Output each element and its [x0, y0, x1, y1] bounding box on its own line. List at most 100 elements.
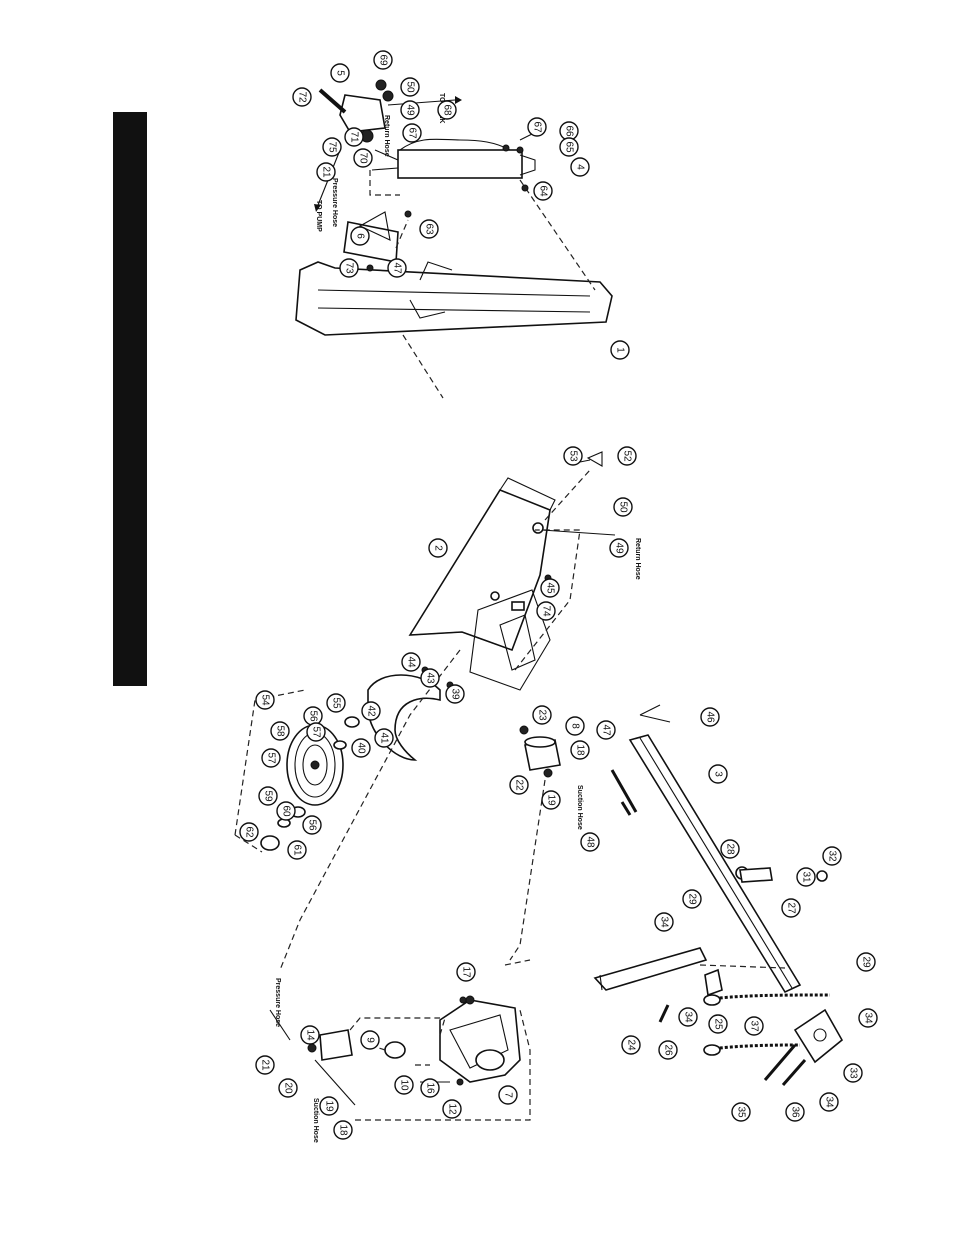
callout-number: 31: [801, 871, 812, 883]
callout-number: 34: [863, 1012, 874, 1024]
callout-number: 56: [307, 819, 318, 831]
callout-9: 9: [360, 1030, 380, 1050]
callout-circle: [419, 219, 439, 239]
callout-18: 18: [570, 740, 590, 760]
callout-circle: [541, 790, 561, 810]
callout-18: 18: [333, 1120, 353, 1140]
callout-26: 26: [658, 1040, 678, 1060]
callout-circle: [306, 722, 326, 742]
callout-circle: [658, 1040, 678, 1060]
callout-circle: [744, 1016, 764, 1036]
callout-50: 50: [400, 77, 420, 97]
callout-number: 65: [564, 141, 575, 153]
label-pressure-hose-top: Pressure Hose: [331, 178, 338, 227]
callout-42: 42: [361, 701, 381, 721]
callout-number: 27: [786, 902, 797, 914]
callout-40: 40: [351, 738, 371, 758]
callout-circle: [330, 63, 350, 83]
callout-circle: [420, 668, 440, 688]
callout-circle: [563, 446, 583, 466]
callout-number: 49: [405, 104, 416, 116]
callout-44: 44: [401, 652, 421, 672]
callout-circle: [292, 87, 312, 107]
callout-circle: [326, 693, 346, 713]
callout-65: 65: [559, 137, 579, 157]
callout-61: 61: [287, 840, 307, 860]
callout-circle: [322, 137, 342, 157]
callout-number: 42: [366, 705, 377, 717]
callout-circle: [316, 162, 336, 182]
callout-circle: [373, 50, 393, 70]
callout-number: 25: [713, 1018, 724, 1030]
callout-circle: [580, 832, 600, 852]
callout-number: 69: [378, 54, 389, 66]
callout-62: 62: [239, 822, 259, 842]
wedge-part-6: [343, 221, 399, 263]
callout-circle: [394, 1075, 414, 1095]
valve-block: [339, 94, 386, 133]
callout-10: 10: [394, 1075, 414, 1095]
callout-number: 52: [622, 450, 633, 462]
callout-circle: [261, 748, 281, 768]
callout-number: 22: [514, 779, 525, 791]
callout-68: 68: [437, 100, 457, 120]
label-pressure-hose-low: Pressure Hose: [274, 978, 281, 1027]
callout-number: 33: [848, 1067, 859, 1079]
callout-number: 17: [461, 966, 472, 978]
callout-number: 60: [281, 805, 292, 817]
callout-67: 67: [402, 123, 422, 143]
label-return-hose-top: Return Hose: [383, 115, 390, 157]
callout-number: 71: [349, 131, 360, 143]
callout-number: 19: [324, 1100, 335, 1112]
callout-27: 27: [781, 898, 801, 918]
callout-69: 69: [373, 50, 393, 70]
callout-circle: [700, 707, 720, 727]
callout-number: 1: [615, 347, 626, 353]
callout-number: 59: [263, 790, 274, 802]
callout-circle: [540, 578, 560, 598]
callout-number: 39: [450, 688, 461, 700]
callout-17: 17: [456, 962, 476, 982]
callout-75: 75: [322, 137, 342, 157]
callout-24: 24: [621, 1035, 641, 1055]
callout-number: 4: [575, 164, 586, 170]
callout-number: 55: [331, 697, 342, 709]
callout-49: 49: [400, 100, 420, 120]
callout-36: 36: [785, 1102, 805, 1122]
callout-number: 47: [392, 262, 403, 274]
callout-number: 34: [824, 1096, 835, 1108]
callout-circle: [360, 1030, 380, 1050]
hitch-part-33: [793, 1008, 844, 1064]
callout-number: 74: [541, 605, 552, 617]
callout-circle: [596, 720, 616, 740]
tank-part-2: [408, 489, 551, 652]
callout-50: 50: [613, 497, 633, 517]
callout-circle: [822, 846, 842, 866]
callout-number: 75: [327, 141, 338, 153]
callout-circle: [731, 1102, 751, 1122]
callout-64: 64: [533, 181, 553, 201]
callout-number: 5: [335, 70, 346, 76]
callout-4: 4: [570, 157, 590, 177]
callout-number: 57: [266, 752, 277, 764]
callout-circle: [621, 1035, 641, 1055]
callout-number: 35: [736, 1106, 747, 1118]
callout-25: 25: [708, 1014, 728, 1034]
callout-33: 33: [843, 1063, 863, 1083]
callout-52: 52: [617, 446, 637, 466]
callout-number: 72: [297, 91, 308, 103]
callout-circle: [708, 764, 728, 784]
callout-circle: [613, 497, 633, 517]
callout-number: 18: [575, 744, 586, 756]
callout-circle: [609, 538, 629, 558]
callout-72: 72: [292, 87, 312, 107]
label-suction-hose-mid: Suction Hose: [576, 785, 583, 830]
callout-circle: [678, 1007, 698, 1027]
callout-circle: [536, 601, 556, 621]
callout-67: 67: [527, 117, 547, 137]
callout-number: 61: [292, 844, 303, 856]
callout-number: 73: [344, 262, 355, 274]
callout-number: 6: [355, 233, 366, 239]
label-to-pump: TO PUMP: [315, 200, 322, 232]
